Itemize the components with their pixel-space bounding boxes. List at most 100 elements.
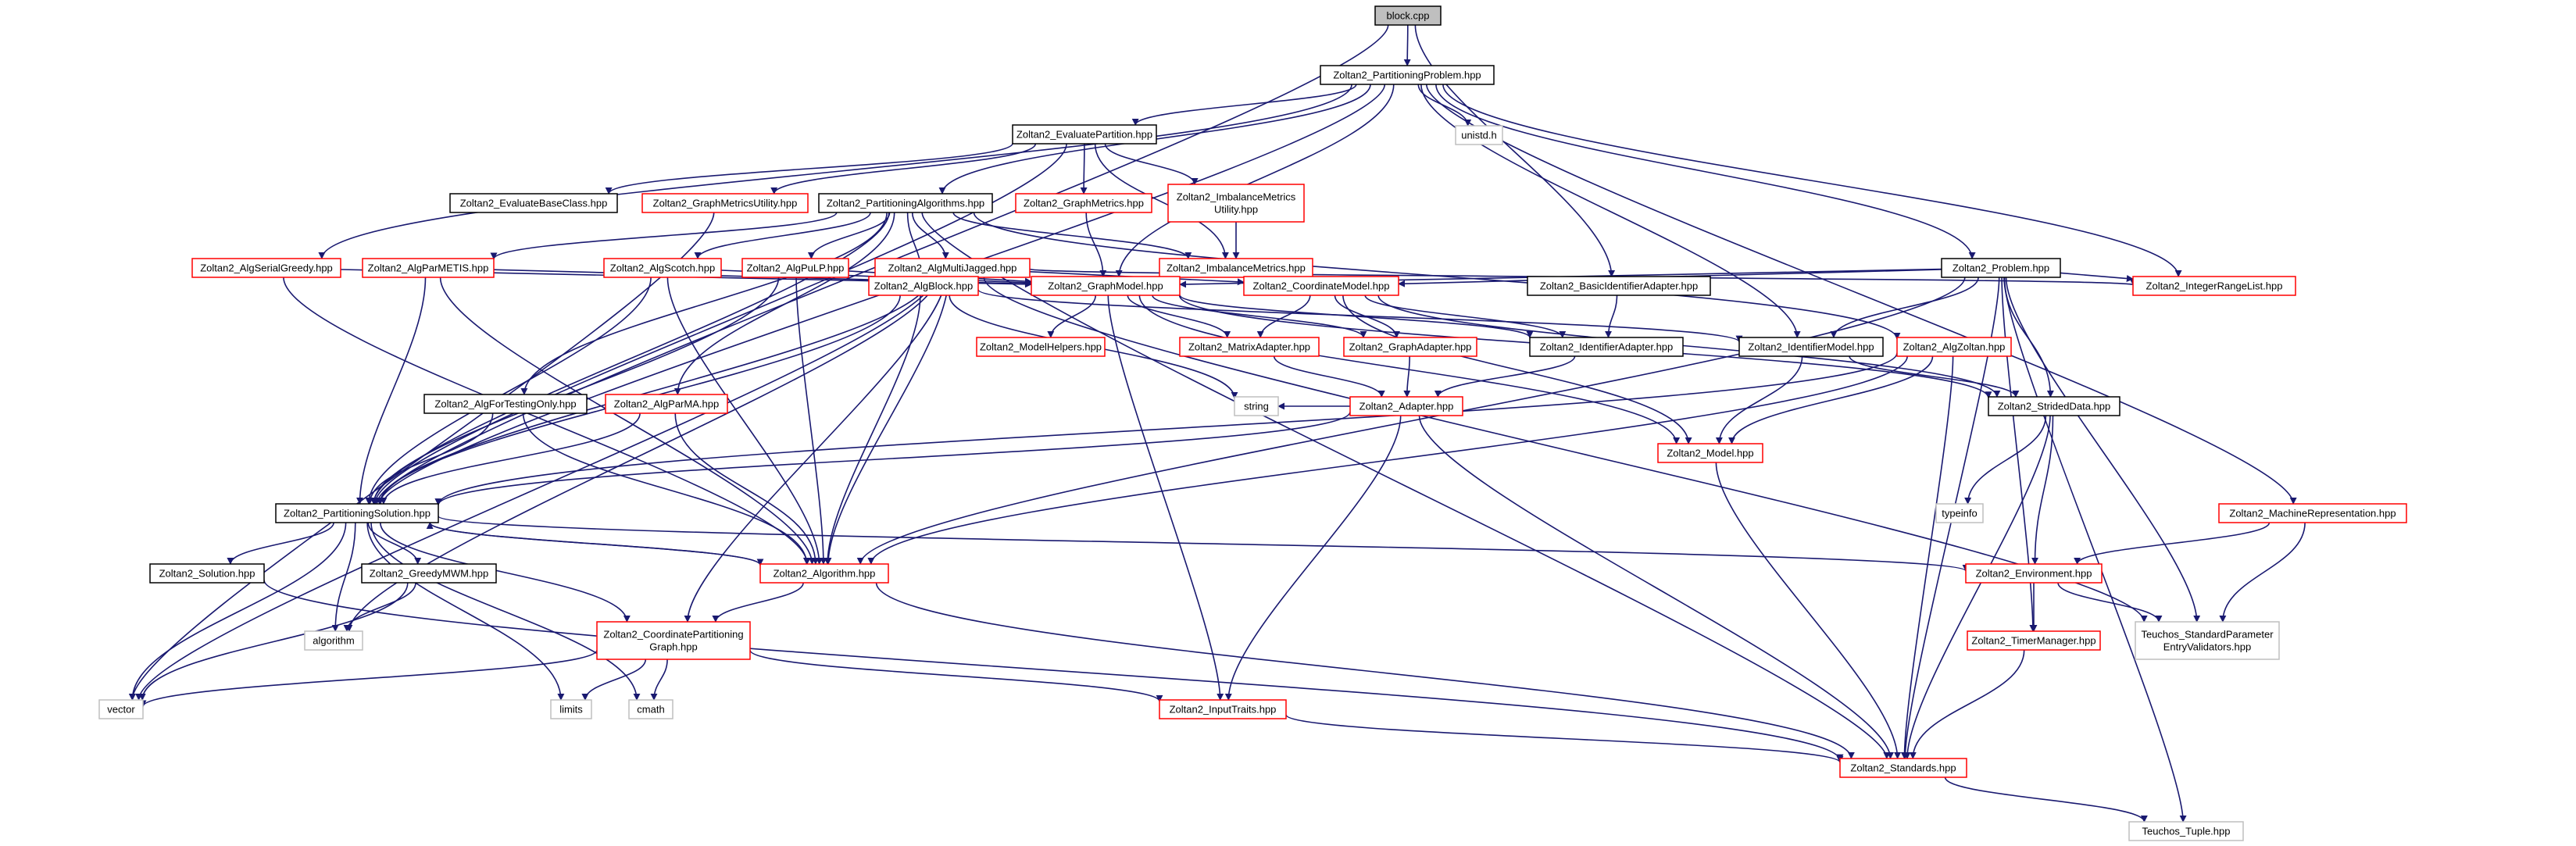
node-label: Zoltan2_EvaluateBaseClass.hpp (460, 198, 608, 209)
node-environment[interactable]: Zoltan2_Environment.hpp (1965, 563, 2103, 584)
edge-adapter-to-partitioning_solution (434, 412, 1351, 506)
edge-machine_representation-to-environment (2074, 522, 2271, 565)
node-algorithm_hpp[interactable]: Zoltan2_Algorithm.hpp (759, 563, 889, 584)
edge-alg_par_metis-to-algorithm_hpp (439, 277, 816, 565)
node-label: Zoltan2_Environment.hpp (1976, 568, 2092, 580)
edge-coordinate_partitioning_graph-to-vector (139, 649, 598, 708)
edge-partitioning_algorithms-to-alg_for_testing_only (520, 212, 888, 395)
node-identifier_adapter[interactable]: Zoltan2_IdentifierAdapter.hpp (1529, 337, 1684, 357)
edge-partitioning_algorithms-to-alg_multijagged (911, 212, 949, 259)
edge-graph_adapter-to-adapter (1403, 355, 1411, 398)
node-label: typeinfo (1942, 508, 1978, 519)
edge-coordinate_partitioning_graph-to-input_traits (749, 649, 1163, 702)
edge-partitioning_solution-to-algorithm_std (331, 522, 356, 632)
node-coordinate_model[interactable]: Zoltan2_CoordinateModel.hpp (1243, 276, 1399, 296)
node-evaluate_base[interactable]: Zoltan2_EvaluateBaseClass.hpp (449, 193, 618, 213)
node-alg_par_ma[interactable]: Zoltan2_AlgParMA.hpp (605, 394, 728, 414)
edge-block_cpp-to-partitioning_problem (1403, 24, 1411, 66)
node-alg_zoltan[interactable]: Zoltan2_AlgZoltan.hpp (1896, 337, 2012, 357)
node-box (1941, 258, 2061, 278)
node-label: Zoltan2_MatrixAdapter.hpp (1188, 341, 1310, 353)
edge-evaluate_partition-to-evaluate_base (605, 143, 1013, 195)
node-label: Zoltan2_Standards.hpp (1850, 762, 1956, 774)
node-graph_adapter[interactable]: Zoltan2_GraphAdapter.hpp (1343, 337, 1477, 357)
node-box (1988, 396, 2120, 416)
node-imbalance_metrics[interactable]: Zoltan2_ImbalanceMetrics.hpp (1159, 258, 1313, 278)
node-box (1159, 699, 1287, 719)
node-graph_model[interactable]: Zoltan2_GraphModel.hpp (1031, 276, 1181, 296)
edge-strided_data-to-standards (1903, 415, 2051, 759)
node-label: Zoltan2_PartitioningAlgorithms.hpp (827, 198, 984, 209)
node-problem[interactable]: Zoltan2_Problem.hpp (1941, 258, 2061, 278)
node-matrix_adapter[interactable]: Zoltan2_MatrixAdapter.hpp (1179, 337, 1320, 357)
node-box (98, 699, 144, 719)
node-identifier_model[interactable]: Zoltan2_IdentifierModel.hpp (1738, 337, 1884, 357)
edge-partitioning_solution-to-environment (438, 515, 1969, 572)
edge-greedy_mwm-to-vector (138, 582, 409, 701)
edge-partitioning_problem-to-integer_range_list (1442, 84, 2182, 277)
node-box (304, 630, 363, 651)
edge-partitioning_algorithms-to-alg_par_ma (673, 212, 895, 395)
node-label: Zoltan2_InputTraits.hpp (1170, 704, 1277, 716)
node-partitioning_problem[interactable]: Zoltan2_PartitioningProblem.hpp (1320, 65, 1495, 85)
node-box (2132, 276, 2296, 296)
node-label: Zoltan2_TimerManager.hpp (1971, 635, 2095, 647)
node-evaluate_partition[interactable]: Zoltan2_EvaluatePartition.hpp (1012, 124, 1157, 145)
node-graph_metrics[interactable]: Zoltan2_GraphMetrics.hpp (1015, 193, 1152, 213)
node-graph_metrics_utility[interactable]: Zoltan2_GraphMetricsUtility.hpp (641, 193, 809, 213)
edge-partitioning_algorithms-to-alg_scotch (694, 212, 871, 259)
node-machine_representation[interactable]: Zoltan2_MachineRepresentation.hpp (2218, 503, 2407, 523)
node-partitioning_algorithms[interactable]: Zoltan2_PartitioningAlgorithms.hpp (818, 193, 993, 213)
node-standards[interactable]: Zoltan2_Standards.hpp (1839, 758, 1967, 778)
node-box (741, 258, 849, 278)
edge-alg_par_ma-to-algorithm_hpp (674, 412, 820, 565)
node-input_traits[interactable]: Zoltan2_InputTraits.hpp (1159, 699, 1287, 719)
node-alg_serial_greedy[interactable]: Zoltan2_AlgSerialGreedy.hpp (191, 258, 341, 278)
node-alg_par_metis[interactable]: Zoltan2_AlgParMETIS.hpp (362, 258, 495, 278)
edge-alg_multijagged-to-partitioning_solution (376, 277, 931, 505)
edge-evaluate_partition-to-imbalance_metrics_utility (1104, 143, 1199, 185)
node-partitioning_solution[interactable]: Zoltan2_PartitioningSolution.hpp (275, 503, 439, 523)
edge-evaluate_partition-to-graph_metrics_utility (770, 143, 1037, 195)
node-model_helpers[interactable]: Zoltan2_ModelHelpers.hpp (976, 337, 1106, 357)
node-greedy_mwm[interactable]: Zoltan2_GreedyMWM.hpp (361, 563, 497, 584)
node-basic_identifier_adapter[interactable]: Zoltan2_BasicIdentifierAdapter.hpp (1527, 276, 1711, 296)
node-alg_multijagged[interactable]: Zoltan2_AlgMultiJagged.hpp (874, 258, 1031, 278)
edge-graph_model-to-graph_adapter (1152, 294, 1367, 338)
edge-problem-to-integer_range_list (2060, 272, 2134, 283)
node-block_cpp[interactable]: block.cpp (1374, 5, 1442, 26)
node-label: Zoltan2_IntegerRangeList.hpp (2146, 280, 2283, 292)
node-box (628, 699, 673, 719)
node-box (1159, 258, 1313, 278)
node-alg_for_testing_only[interactable]: Zoltan2_AlgForTestingOnly.hpp (423, 394, 588, 414)
edge-partitioning_solution-to-vector (128, 522, 347, 701)
node-timer_manager[interactable]: Zoltan2_TimerManager.hpp (1967, 630, 2101, 651)
node-model[interactable]: Zoltan2_Model.hpp (1657, 443, 1763, 463)
edge-machine_representation-to-teuchos_validators (2219, 522, 2306, 623)
edge-partitioning_algorithms-to-alg_par_metis (490, 212, 838, 260)
edge-alg_for_testing_only-to-algorithm_hpp (522, 412, 810, 565)
edge-coordinate_model-to-matrix_adapter (1256, 294, 1311, 338)
node-alg_block[interactable]: Zoltan2_AlgBlock.hpp (868, 276, 979, 296)
node-label: Zoltan2_GraphModel.hpp (1048, 280, 1163, 292)
node-label: Zoltan2_StridedData.hpp (1998, 401, 2111, 412)
edge-standards-to-teuchos_tuple (1944, 776, 2148, 823)
node-adapter[interactable]: Zoltan2_Adapter.hpp (1349, 396, 1463, 416)
edge-graph_metrics-to-graph_model (1085, 212, 1107, 277)
node-cmath: cmath (628, 699, 673, 719)
edge-partitioning_problem-to-identifier_model (1420, 84, 1801, 338)
node-solution[interactable]: Zoltan2_Solution.hpp (149, 563, 265, 584)
node-integer_range_list[interactable]: Zoltan2_IntegerRangeList.hpp (2132, 276, 2296, 296)
node-box (1896, 337, 2012, 357)
edge-alg_scotch-to-partitioning_solution (365, 277, 652, 505)
edge-alg_par_metis-to-partitioning_solution (356, 277, 427, 505)
edge-basic_identifier_adapter-to-identifier_adapter (1605, 294, 1618, 338)
edge-problem-to-teuchos_validators (2005, 277, 2201, 623)
node-alg_scotch[interactable]: Zoltan2_AlgScotch.hpp (603, 258, 722, 278)
node-alg_pulp[interactable]: Zoltan2_AlgPuLP.hpp (741, 258, 849, 278)
node-strided_data[interactable]: Zoltan2_StridedData.hpp (1988, 396, 2120, 416)
node-box (874, 258, 1031, 278)
node-box (1012, 124, 1157, 145)
